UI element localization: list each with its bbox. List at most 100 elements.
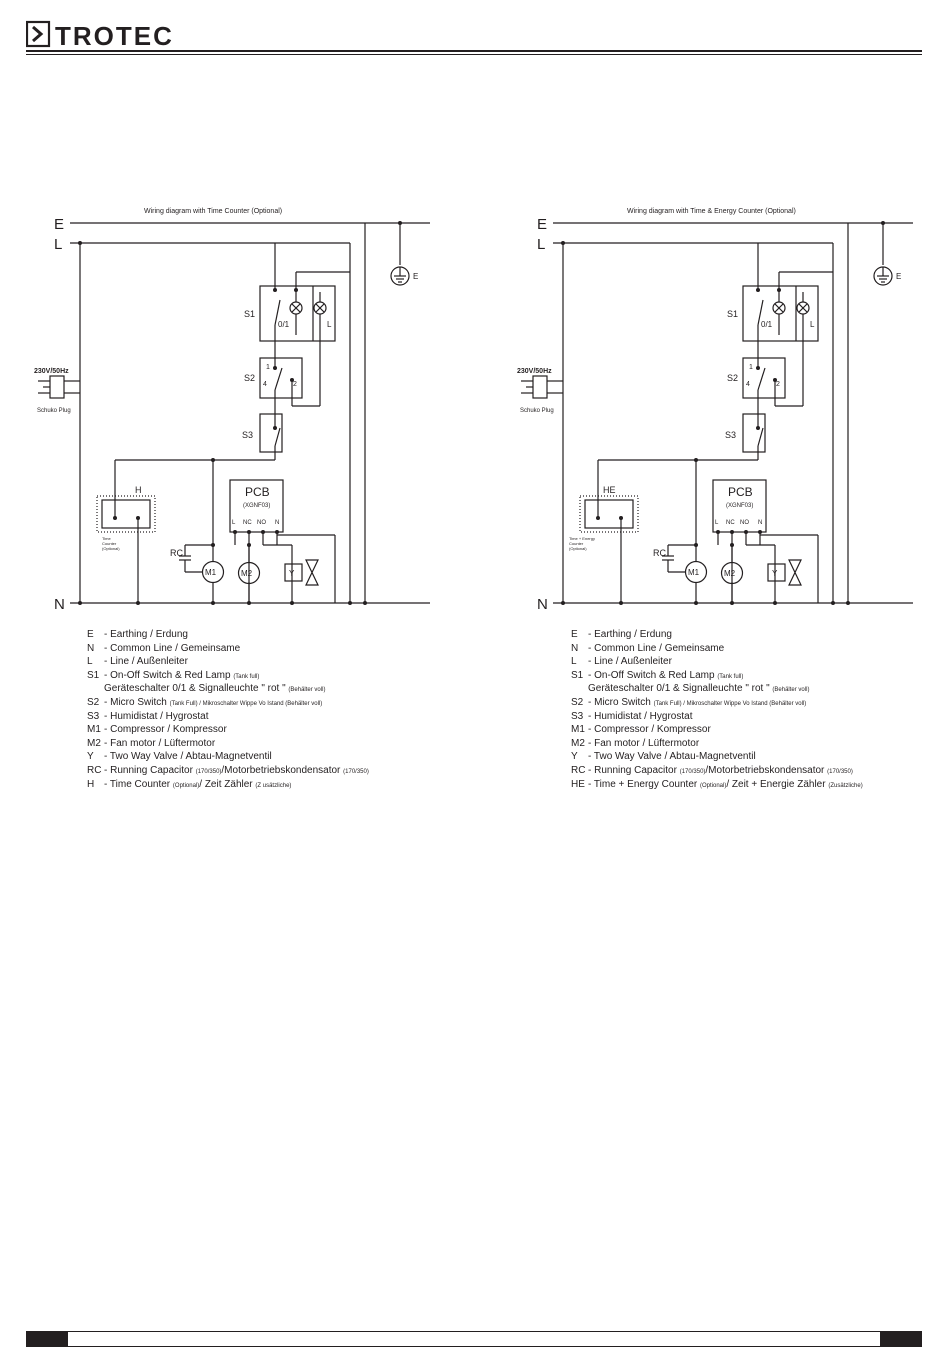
s1-label: S1 — [244, 309, 255, 319]
legend-code: S1 — [87, 669, 100, 681]
legend-text: - Micro Switch — [104, 696, 167, 708]
legend-code: N — [87, 642, 95, 654]
legend-code: RC — [571, 764, 586, 776]
pcb-terminal-l: L — [232, 520, 236, 526]
wiring-diagram-svg: Wiring diagram with Time Counter (Option… — [34, 208, 430, 613]
legend-note: (170/350) — [195, 768, 222, 775]
legend-code: Y — [87, 751, 94, 763]
legend-code: M2 — [571, 737, 585, 749]
legend-row: N - Common Line / Gemeinsame — [87, 642, 369, 656]
legend-row: E- Earthing / Erdung — [571, 628, 863, 642]
legend-note: (Optional) — [700, 782, 727, 789]
legend-note: (Tank full) — [233, 673, 260, 680]
legend-note-de: (Zusätzliche) — [828, 782, 863, 789]
rc-label: RC — [653, 548, 666, 558]
legend-code: L — [571, 656, 577, 668]
s2-terminal-2: 2 — [776, 381, 780, 388]
legend-text: - Running Capacitor — [588, 764, 677, 776]
legend-text: - Humidistat / Hygrostat — [588, 710, 693, 722]
legend-text: - Common Line / Gemeinsame — [588, 642, 725, 654]
m1-label: M1 — [688, 568, 700, 577]
s1-switch-label: 0/1 — [761, 320, 773, 329]
s3-label: S3 — [725, 430, 736, 440]
legend-text: - Time Counter — [104, 778, 171, 790]
legend-code: E — [87, 629, 94, 640]
legend-row: L- Line / Außenleiter — [571, 655, 863, 669]
legend-row: HE- Time + Energy Counter (Optional)/ Ze… — [571, 778, 863, 792]
legend-text: Geräteschalter 0/1 & Signalleuchte " rot… — [104, 683, 286, 695]
legend-note: (Tank full) — [717, 673, 744, 680]
legend-text: - Micro Switch — [588, 696, 651, 708]
footer-block-left — [26, 1331, 68, 1347]
legend-text: - Earthing / Erdung — [588, 629, 672, 640]
s2-terminal-4: 4 — [746, 381, 750, 388]
legend-note: (Tank Full) / Mikroschalter Wippe Vo Ist… — [653, 700, 807, 707]
counter-note-1: Time + Energy — [569, 536, 595, 541]
rail-e-label: E — [54, 216, 64, 233]
s2-terminal-1: 1 — [266, 364, 270, 371]
s1-switch-label: 0/1 — [278, 320, 290, 329]
legend-row: Geräteschalter 0/1 & Signalleuchte " rot… — [571, 682, 863, 696]
plug-label: Schuko Plug — [520, 408, 554, 414]
legend-row: L- Line / Außenleiter — [87, 655, 369, 669]
legend-code: Y — [571, 751, 578, 763]
legend-text: - Common Line / Gemeinsame — [104, 642, 241, 654]
wiring-diagram-time-energy-counter: Wiring diagram with Time & Energy Counte… — [513, 200, 950, 620]
footer-block-right — [880, 1331, 922, 1347]
logo-text: TROTEC — [55, 21, 174, 48]
legend-row: S3- Humidistat / Hygrostat — [87, 710, 369, 724]
legend-note-de: (Z usätzliche) — [255, 782, 292, 789]
legend-text: - Fan motor / Lüftermotor — [588, 737, 700, 749]
legend-row: S2- Micro Switch (Tank Full) / Mikroscha… — [87, 696, 369, 710]
s2-label: S2 — [727, 373, 738, 383]
header-rule-thin — [26, 54, 922, 55]
s3-label: S3 — [242, 430, 253, 440]
m2-label: M2 — [241, 569, 253, 578]
legend-text: - Two Way Valve / Abtau-Magnetventil — [104, 751, 272, 763]
footer-line — [68, 1331, 880, 1332]
s1-lamp-label: L — [327, 320, 332, 329]
legend-row: M1- Compressor / Kompressor — [571, 723, 863, 737]
counter-note-3: (Optional) — [569, 546, 587, 551]
legend-text-de: / Zeit + Energie Zähler — [726, 778, 826, 790]
trotec-logo: TROTEC — [26, 20, 174, 48]
rail-l-label: L — [537, 236, 545, 253]
s2-terminal-4: 4 — [263, 381, 267, 388]
footer-line-bottom — [68, 1346, 880, 1347]
footer-bar — [26, 1331, 922, 1347]
earth-label: E — [896, 272, 901, 281]
supply-label: 230V/50Hz — [34, 368, 69, 375]
legend-code: S3 — [571, 710, 584, 722]
plug-label: Schuko Plug — [37, 408, 71, 414]
legend-note-de: (170/350) — [827, 768, 853, 775]
legend-row: M2- Fan motor / Lüftermotor — [571, 737, 863, 751]
header-rule — [26, 50, 922, 52]
legend-text-de: /Motorbetriebskondensator — [705, 764, 825, 776]
y-label: Y — [772, 569, 778, 578]
legend-code: L — [87, 656, 93, 668]
legend-text: - Running Capacitor — [104, 764, 193, 776]
legend-row: Y- Two Way Valve / Abtau-Magnetventil — [571, 750, 863, 764]
legend-row: Geräteschalter 0/1 & Signalleuchte " rot… — [87, 682, 369, 696]
earth-label: E — [413, 272, 418, 281]
m1-label: M1 — [205, 568, 217, 577]
legend-code: M1 — [87, 724, 101, 736]
legend-text: - Humidistat / Hygrostat — [104, 710, 209, 722]
s2-terminal-2: 2 — [293, 381, 297, 388]
legend-text: - Earthing / Erdung — [104, 629, 188, 640]
legend-code: N — [571, 642, 579, 654]
pcb-terminal-n: N — [275, 520, 279, 526]
legend-text: - Fan motor / Lüftermotor — [104, 737, 216, 749]
legend-note: (Behälter voll) — [288, 687, 326, 694]
counter-note-2: Counter — [102, 541, 117, 546]
legend-row: M1- Compressor / Kompressor — [87, 723, 369, 737]
legend-text: - On-Off Switch & Red Lamp — [588, 669, 715, 681]
legend-note: (170/350) — [679, 768, 706, 775]
legend-text-de: / Zeit Zähler — [199, 778, 253, 790]
legend-text: - Time + Energy Counter — [588, 778, 698, 790]
pcb-terminal-no: NO — [740, 520, 749, 526]
s1-label: S1 — [727, 309, 738, 319]
legend-text-de: /Motorbetriebskondensator — [221, 764, 341, 776]
